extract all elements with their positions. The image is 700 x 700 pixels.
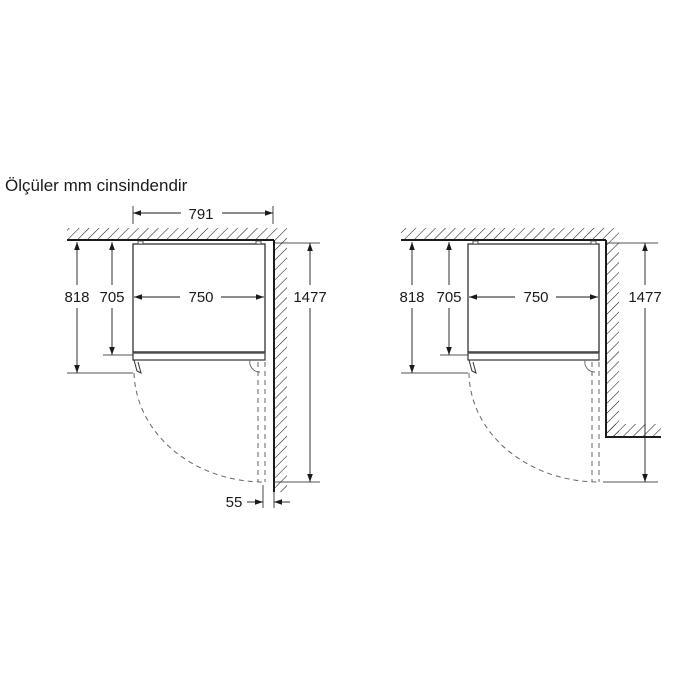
dim-55: 55 (226, 494, 243, 511)
side-wall-hatch (606, 240, 619, 437)
left-diagram: 791 818 705 750 1477 55 (64, 206, 327, 511)
side-wall-hatch (274, 240, 287, 492)
fridge-door (467, 351, 600, 361)
door-swing-arc (133, 372, 266, 483)
side-wall-line (605, 240, 661, 438)
top-wall-hatch (67, 228, 287, 240)
dim-750: 750 (188, 289, 213, 306)
shelf-hatch (606, 424, 661, 437)
door-swing-arc (468, 372, 600, 483)
dim-705: 705 (436, 289, 461, 306)
dim-818: 818 (64, 289, 89, 306)
right-diagram: 818 705 750 1477 (399, 228, 662, 483)
fridge-body (132, 243, 266, 353)
dim-791: 791 (188, 206, 213, 223)
fridge-door (132, 351, 266, 361)
dim-818: 818 (399, 289, 424, 306)
dim-750: 750 (523, 289, 548, 306)
dim-705: 705 (99, 289, 124, 306)
units-note: Ölçüler mm cinsindendir (5, 176, 188, 195)
dim-1477: 1477 (293, 289, 326, 306)
top-wall-hatch (401, 228, 619, 240)
fridge-body (467, 243, 600, 353)
dim-1477: 1477 (628, 289, 661, 306)
